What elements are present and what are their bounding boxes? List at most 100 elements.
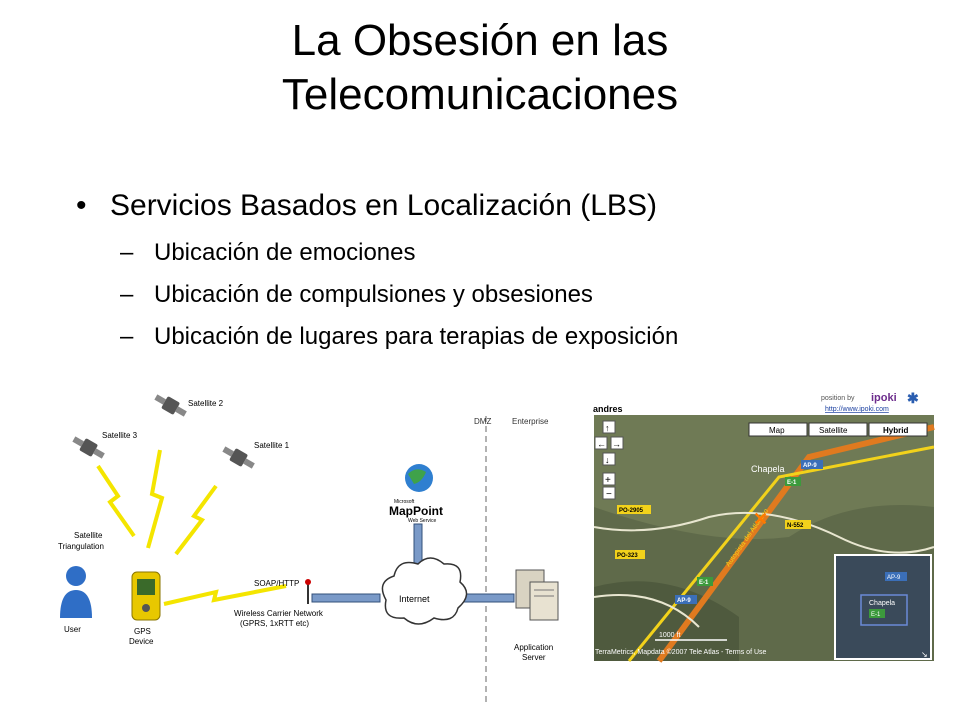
antenna-icon: [305, 579, 311, 604]
arrow-right-icon: →: [612, 439, 621, 449]
signal-bolt-2: [146, 449, 165, 549]
carrier-label-2: (GPRS, 1xRTT etc): [240, 619, 309, 628]
subbullet-text: Ubicación de emociones: [154, 239, 416, 266]
dash: –: [120, 239, 134, 266]
ov-ap9-label: AP-9: [887, 575, 901, 581]
bullet-lbs: Servicios Basados en Localización (LBS): [76, 186, 936, 226]
satellite-2-label: Satellite 2: [188, 399, 224, 408]
map-credits: TerraMetrics, Mapdata ©2007 Tele Atlas -…: [595, 648, 767, 656]
ov-viewport: [860, 594, 908, 626]
position-by-label: position by: [821, 395, 855, 402]
gps-label-2: Device: [129, 637, 154, 646]
soap-label: SOAP/HTTP: [254, 579, 299, 588]
po323-shield: [615, 550, 645, 559]
gps-device-icon: [131, 571, 161, 621]
ipoki-link[interactable]: http://www.ipoki.com: [825, 406, 889, 413]
carrier-label-1: Wireless Carrier Network: [234, 609, 324, 618]
e1-label-2: E-1: [699, 580, 709, 586]
signal-bolt-1: [96, 464, 136, 538]
e1-shield-2: [697, 577, 713, 586]
chapela-label: Chapela: [751, 464, 785, 474]
map-type-satellite-button[interactable]: [808, 422, 868, 437]
bullet-list: Servicios Basados en Localización (LBS) …: [76, 186, 936, 358]
ov-chapela-label: Chapela: [869, 600, 895, 607]
resize-corner-icon[interactable]: ↘: [921, 650, 928, 659]
ap9-shield-2: [675, 595, 697, 604]
subbullet-emotions: – Ubicación de emociones: [76, 232, 936, 274]
title-line-1: La Obsesión en las: [291, 16, 669, 65]
n552-label: N-552: [787, 523, 804, 529]
subbullet-exposure: – Ubicación de lugares para terapias de …: [76, 316, 936, 358]
ov-e1-shield: [869, 609, 885, 618]
gps-label-1: GPS: [134, 627, 151, 636]
map-type-map-label: Map: [769, 426, 785, 435]
pan-right-button[interactable]: [610, 436, 624, 450]
local-road: [593, 512, 935, 554]
application-server-icon: [515, 569, 559, 621]
slide-title: La Obsesión en las Telecomunicaciones: [0, 14, 960, 122]
zoom-out-button[interactable]: [602, 486, 616, 500]
lbs-architecture-diagram: DMZ Enterprise Satellite 2 Satellite 3 S…: [56, 386, 586, 704]
enterprise-label: Enterprise: [512, 417, 549, 426]
map-type-map-button[interactable]: [748, 422, 808, 437]
subbullet-text: Ubicación de lugares para terapias de ex…: [154, 323, 679, 350]
ap9-label-2: AP-9: [677, 598, 691, 604]
pan-down-button[interactable]: [602, 452, 616, 466]
subbullet-text: Ubicación de compulsiones y obsesiones: [154, 281, 593, 308]
map-type-satellite-label: Satellite: [819, 426, 848, 435]
po323-label: PO-323: [617, 553, 638, 559]
po2905-label: PO-2905: [619, 508, 644, 514]
carrier-internet-link: [311, 593, 381, 603]
satellite-3-label: Satellite 3: [102, 431, 138, 440]
internet-label: Internet: [399, 594, 430, 604]
satellite-1-label: Satellite 1: [254, 441, 290, 450]
user-label: User: [64, 625, 81, 634]
dash: –: [120, 323, 134, 350]
ap9-label: AP-9: [803, 463, 817, 469]
dash: –: [120, 281, 134, 308]
e1-shield: [785, 477, 801, 486]
dmz-label: DMZ: [474, 417, 491, 426]
map-nav-controls[interactable]: ↑ ← → ↓ + −: [594, 420, 624, 500]
map-type-hybrid-label: Hybrid: [883, 426, 908, 435]
internet-cloud-icon: [381, 557, 468, 625]
signal-bolt-carrier: [163, 584, 287, 606]
satellite-2-icon: [154, 394, 187, 417]
satellite-3-icon: [72, 436, 105, 459]
mappoint-ws-label: Web Service: [408, 518, 436, 524]
ipoki-star-icon: ✱: [907, 390, 919, 406]
location-marker-icon: ✕: [753, 509, 768, 529]
ipoki-map: andres position by ipoki ✱ http://www.ip…: [589, 387, 944, 664]
mappoint-ms-label: Microsoft: [394, 499, 415, 505]
po2905-shield: [617, 505, 651, 514]
ov-ap9-shield: [885, 572, 907, 581]
highway-road: [656, 424, 935, 663]
subbullet-compulsions: – Ubicación de compulsiones y obsesiones: [76, 274, 936, 316]
app-server-label-2: Server: [522, 653, 546, 662]
ap9-shield: [801, 460, 823, 469]
minus-icon: −: [606, 489, 612, 500]
title-line-2: Telecomunicaciones: [281, 70, 679, 119]
ov-e1-label: E-1: [871, 612, 881, 618]
arrow-up-icon: ↑: [605, 423, 610, 433]
plus-icon: +: [605, 475, 611, 486]
e1-label: E-1: [787, 480, 797, 486]
pan-up-button[interactable]: [602, 420, 616, 434]
place-label-top: andres: [593, 404, 623, 414]
map-type-hybrid-button[interactable]: [868, 422, 928, 437]
triangulation-label-1: Satellite: [74, 531, 103, 540]
pan-left-button[interactable]: [594, 436, 608, 450]
overview-inset[interactable]: [834, 554, 932, 660]
arrow-down-icon: ↓: [605, 455, 610, 465]
scale-label: 1000 ft: [659, 632, 680, 639]
zoom-in-button[interactable]: [602, 472, 616, 486]
mappoint-globe-icon: [405, 464, 433, 492]
user-icon: [60, 566, 92, 618]
signal-bolt-3: [174, 484, 218, 556]
n552-shield: [785, 520, 811, 529]
satellite-1-icon: [222, 446, 255, 469]
mappoint-label: MapPoint: [389, 504, 443, 518]
app-server-label-1: Application: [514, 643, 553, 652]
local-road: [593, 594, 700, 628]
arrow-left-icon: ←: [597, 439, 606, 449]
